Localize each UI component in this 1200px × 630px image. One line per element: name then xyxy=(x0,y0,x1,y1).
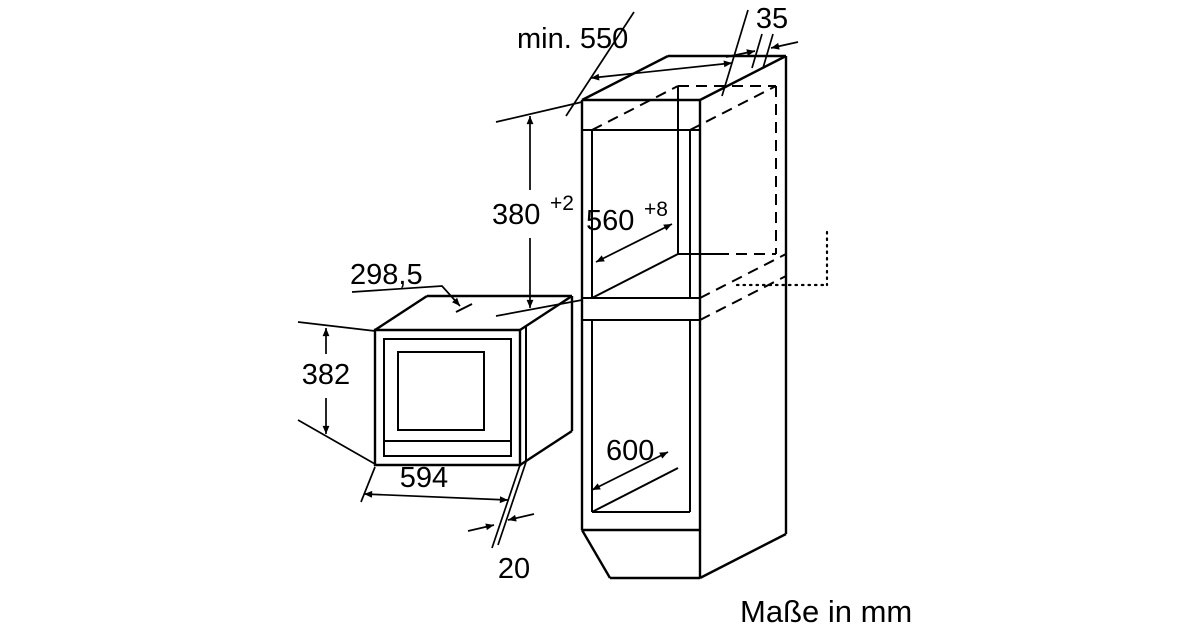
rear-clearance-arrow-right xyxy=(770,41,799,50)
oven-door-outline xyxy=(373,328,522,467)
tall-cabinet xyxy=(580,54,788,580)
door-protrusion-label: 20 xyxy=(498,553,530,585)
cabinet-bottom-right-depth-edge xyxy=(699,532,787,580)
microwave-oven xyxy=(373,294,574,467)
shelf-top-right-depth-hidden xyxy=(699,253,787,299)
base-depth-arrow xyxy=(591,451,669,491)
dimension-appliance-width: 594 xyxy=(360,462,509,504)
rear-clearance-label: 35 xyxy=(756,3,788,35)
oven-door-inner-frame xyxy=(383,338,512,457)
appliance-width-extension-left xyxy=(360,466,376,503)
shelf-bottom-right-depth-hidden xyxy=(699,275,787,321)
dimension-base-depth: 600 xyxy=(591,435,669,491)
niche-height-extension-top xyxy=(495,101,583,123)
rear-clearance-line-b xyxy=(762,33,774,69)
cabinet-hidden-edges xyxy=(591,85,787,321)
wall-reference xyxy=(735,230,829,287)
niche-depth-dimension-line xyxy=(590,60,733,81)
niche-depth-extension-right xyxy=(721,9,749,97)
niche-height-tolerance-label: +2 xyxy=(550,192,574,215)
niche-height-extension-bottom xyxy=(495,299,583,317)
niche-width-arrow xyxy=(595,223,673,263)
door-protrusion-line-b xyxy=(497,461,527,546)
dimension-appliance-height: 382 xyxy=(297,321,376,465)
appliance-height-extension-top xyxy=(297,321,376,332)
niche-ceiling-left-depth-hidden xyxy=(591,85,679,131)
dimension-door-protrusion: 20 xyxy=(467,461,535,585)
cabinet-top-right-depth-edge xyxy=(699,54,787,102)
appliance-width-dimension-line xyxy=(363,490,509,504)
niche-height-label: 380 xyxy=(492,199,540,231)
niche-width-label: 560 xyxy=(586,205,634,237)
oven-top-right-depth-edge xyxy=(519,294,573,332)
appliance-height-extension-bottom xyxy=(297,419,376,465)
door-protrusion-line-a xyxy=(491,464,521,549)
oven-top-center-mark xyxy=(455,303,473,313)
dimension-center-distance: 298,5 xyxy=(350,259,461,307)
dimension-niche-depth: min. 550 xyxy=(517,9,749,117)
appliance-height-label: 382 xyxy=(302,359,350,391)
dimension-niche-width: 560 +8 xyxy=(586,198,673,263)
niche-width-tolerance-label: +8 xyxy=(644,198,668,221)
niche-depth-label: min. 550 xyxy=(517,23,628,55)
base-floor-left-depth-edge xyxy=(591,467,679,513)
units-note: Maße in mm xyxy=(740,594,912,629)
center-distance-label: 298,5 xyxy=(350,259,423,291)
rear-clearance-line-a xyxy=(751,33,763,69)
cabinet-plinth-diagonal-edge xyxy=(580,529,612,579)
center-distance-leader xyxy=(351,285,461,307)
oven-top-left-depth-edge xyxy=(374,294,428,332)
door-protrusion-arrow-left xyxy=(467,523,495,532)
appliance-width-label: 594 xyxy=(400,462,448,494)
dimension-niche-height: 380 +2 xyxy=(492,101,583,317)
niche-floor-left-depth-edge xyxy=(591,253,679,299)
niche-ceiling-right-depth-hidden xyxy=(689,85,777,131)
base-depth-label: 600 xyxy=(606,435,654,467)
rear-clearance-arrow-left xyxy=(725,49,756,58)
oven-door-window xyxy=(397,351,485,431)
door-protrusion-arrow-right xyxy=(507,513,535,522)
oven-bottom-right-depth-edge xyxy=(519,429,573,467)
dimension-rear-clearance: 35 xyxy=(725,3,799,69)
